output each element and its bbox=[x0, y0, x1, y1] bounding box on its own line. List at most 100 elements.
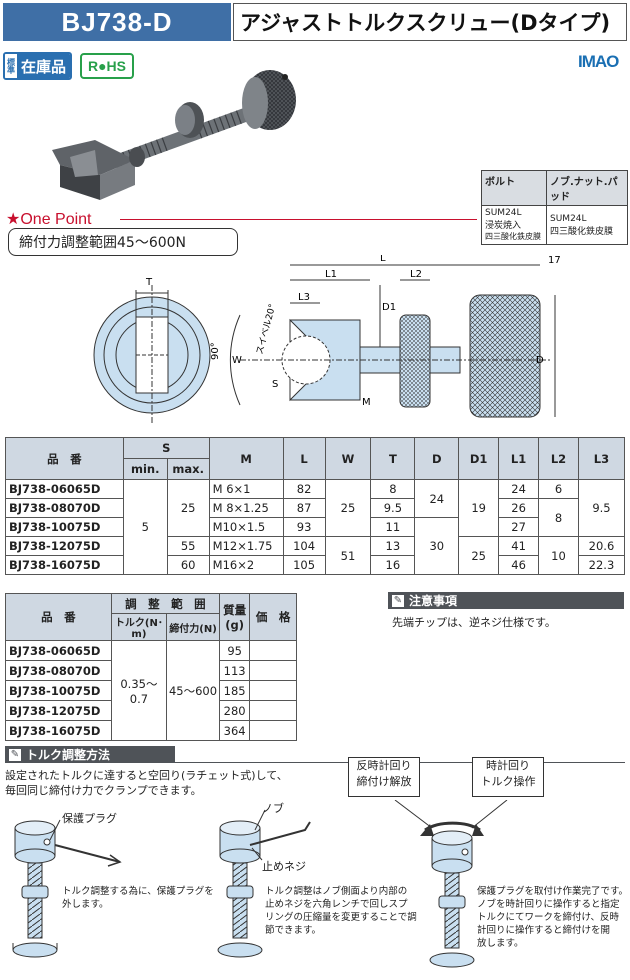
stock-badge: 標準 在庫品 bbox=[3, 52, 73, 80]
step3-figure bbox=[394, 800, 508, 968]
s-max: 25 bbox=[166, 479, 210, 537]
thread-m: M10×1.5 bbox=[208, 517, 284, 537]
diameter-d1: 25 bbox=[458, 536, 500, 575]
one-point-rule bbox=[120, 219, 477, 220]
spec2-header-mass: 質量 (g) bbox=[219, 593, 251, 641]
part-number: BJ738-16075D bbox=[5, 720, 112, 741]
length-l: 87 bbox=[282, 498, 326, 518]
spec2-header-mass-unit: (g) bbox=[225, 618, 245, 632]
dim-swivel: スイベル20° bbox=[255, 303, 278, 356]
diameter-d1: 19 bbox=[458, 479, 500, 537]
callout-line: 反時計回り bbox=[356, 759, 412, 772]
dim-90: 90° bbox=[210, 342, 221, 360]
material-knob-line: 四三酸化鉄皮膜 bbox=[550, 226, 614, 237]
technical-drawing: T L L1 L2 L3 D1 17 D W 90° スイベル20° S M bbox=[93, 255, 560, 425]
step2-text-line: 節できます。 bbox=[265, 925, 322, 936]
mass: 95 bbox=[219, 640, 251, 661]
adjust-range-table: 品 番 調 整 範 囲 質量 (g) 価 格 トルク(N･m) 締付力(N) B… bbox=[5, 593, 297, 741]
spec-header-m: M bbox=[208, 437, 284, 480]
thread-m: M12×1.75 bbox=[208, 536, 284, 556]
spec2-header-force: 締付力(N) bbox=[166, 613, 221, 641]
length-l: 105 bbox=[282, 555, 326, 575]
material-bolt-line: 浸炭焼入 bbox=[485, 221, 522, 231]
material-bolt-line: SUM24L bbox=[485, 208, 522, 218]
callout-clockwise: 時計回り トルク操作 bbox=[472, 757, 544, 797]
step1-text-line: 外します。 bbox=[62, 899, 109, 910]
step3-text-line: 保護プラグを取付け作業完了です。 bbox=[477, 886, 629, 897]
length-l: 104 bbox=[282, 536, 326, 556]
spec2-header-adj: 調 整 範 囲 bbox=[110, 593, 221, 614]
adjust-intro-line: 毎回同じ締付け力でクランプできます。 bbox=[5, 784, 202, 797]
table-row: BJ738-06065D 0.35～0.7 45～600 95 bbox=[5, 640, 297, 741]
step2-text: トルク調整はノブ側面より内部の 止めネジを六角レンチで回しスプ リングの圧縮量を… bbox=[265, 885, 417, 937]
spec-header-pn: 品 番 bbox=[5, 437, 124, 480]
spec2-header-torque: トルク(N･m) bbox=[110, 613, 168, 641]
dim-D: D bbox=[536, 355, 544, 366]
dim-L1: L1 bbox=[325, 269, 337, 280]
caution-title: 注意事項 bbox=[409, 594, 458, 608]
material-header-bolt: ボルト bbox=[481, 170, 547, 206]
caution-text: 先端チップは、逆ネジ仕様です。 bbox=[392, 616, 556, 629]
side-view bbox=[229, 264, 556, 418]
table-row: BJ738-10075D 185 bbox=[5, 680, 297, 701]
price bbox=[249, 700, 297, 721]
table-row: BJ738-16075D 60 M16×2 105 16 46 22.3 bbox=[5, 555, 626, 575]
adjust-intro: 設定されたトルクに達すると空回り(ラチェット式)して、 毎回同じ締付け力でクラン… bbox=[5, 768, 325, 798]
thickness-t: 16 bbox=[370, 555, 416, 575]
spec2-header-mass-label: 質量 bbox=[223, 603, 247, 617]
part-number: BJ738-06065D bbox=[5, 479, 124, 499]
part-number: BJ738-16075D bbox=[5, 555, 124, 575]
thread-m: M16×2 bbox=[208, 555, 284, 575]
caution-header: ✎ 注意事項 bbox=[388, 592, 624, 609]
table-row: BJ738-16075D 364 bbox=[5, 720, 297, 741]
part-number: BJ738-06065D bbox=[5, 640, 112, 661]
spec-header-w: W bbox=[324, 437, 372, 480]
spec-header-t: T bbox=[370, 437, 416, 480]
callout-line: 時計回り bbox=[486, 759, 530, 772]
step2-text-line: 止めネジを六角レンチで回しスプ bbox=[265, 899, 408, 910]
step3-text-line: トルクにてワークを締付け、反時 bbox=[477, 912, 620, 923]
material-knob-line: SUM24L bbox=[550, 213, 587, 224]
dim-17: 17 bbox=[548, 255, 560, 266]
dim-S: S bbox=[272, 379, 278, 390]
part-number: BJ738-12075D bbox=[5, 536, 124, 556]
dim-L3: L3 bbox=[298, 292, 310, 303]
mass: 185 bbox=[219, 680, 251, 701]
knob-label: ノブ bbox=[262, 802, 284, 815]
table-row: BJ738-12075D 55 M12×1.75 104 51 13 25 41… bbox=[5, 536, 626, 575]
spec-header-d1: D1 bbox=[458, 437, 500, 480]
step2-figure bbox=[217, 809, 311, 958]
length-l: 82 bbox=[282, 479, 326, 499]
adjust-illustrations bbox=[12, 800, 508, 968]
step3-text: 保護プラグを取付け作業完了です。 ノブを時計回りに操作すると指定 トルクにてワー… bbox=[477, 885, 628, 950]
part-number: BJ738-10075D bbox=[5, 517, 124, 537]
spec-header-l1: L1 bbox=[498, 437, 540, 480]
callout-line: トルク操作 bbox=[480, 775, 536, 788]
spec-header-s-max: max. bbox=[166, 458, 210, 480]
thread-m: M 6×1 bbox=[208, 479, 284, 499]
length-l: 93 bbox=[282, 517, 326, 537]
length-l1: 27 bbox=[498, 517, 540, 537]
diameter-d: 24 bbox=[414, 479, 460, 518]
part-number: BJ738-12075D bbox=[5, 700, 112, 721]
dim-M: M bbox=[362, 397, 371, 408]
spec-table: 品 番 S M L W T D D1 L1 L2 L3 min. max. BJ… bbox=[5, 437, 626, 575]
step1-text-line: トルク調整する為に、保護プラグを bbox=[62, 886, 214, 897]
material-table: ボルト ノブ.ナット.パッド SUM24L 浸炭焼入 四三酸化鉄皮膜 SUM24… bbox=[481, 170, 628, 245]
material-header-knob: ノブ.ナット.パッド bbox=[546, 170, 628, 206]
step3-text-line: 計回りに操作すると締付けを開 bbox=[477, 925, 611, 936]
step2-text-line: リングの圧縮量を変更することで調 bbox=[265, 912, 417, 923]
step3-text-line: ノブを時計回りに操作すると指定 bbox=[477, 899, 620, 910]
price bbox=[249, 660, 297, 681]
dim-T: T bbox=[145, 277, 153, 288]
dim-L2: L2 bbox=[410, 269, 422, 280]
adjust-title: トルク調整方法 bbox=[26, 748, 111, 762]
rohs-badge: R●HS bbox=[80, 53, 134, 79]
length-l1: 46 bbox=[498, 555, 540, 575]
pencil-icon: ✎ bbox=[392, 594, 404, 607]
product-code: BJ738-D bbox=[3, 3, 231, 41]
part-number: BJ738-08070D bbox=[5, 660, 112, 681]
material-bolt: SUM24L 浸炭焼入 四三酸化鉄皮膜 bbox=[481, 205, 547, 245]
s-max: 60 bbox=[166, 555, 210, 575]
one-point-box: 締付力調整範囲45～600N bbox=[8, 228, 238, 256]
